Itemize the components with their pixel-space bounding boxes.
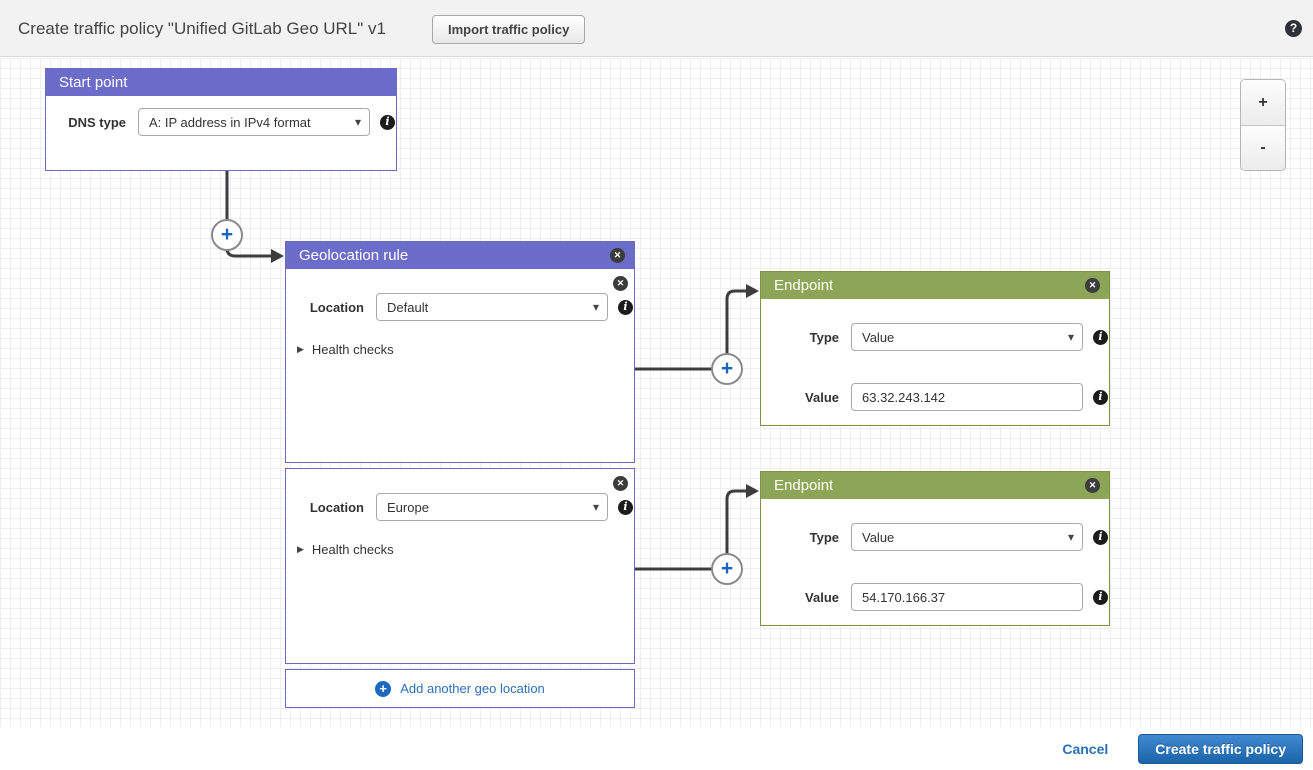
geolocation-rule-title: Geolocation rule	[299, 247, 409, 264]
close-icon[interactable]: ✕	[613, 476, 628, 491]
zoom-in-button[interactable]: +	[1241, 80, 1285, 125]
health-checks-expander[interactable]: ▶ Health checks	[297, 342, 394, 357]
endpoint-header: Endpoint ✕	[761, 272, 1109, 299]
endpoint-type-info-icon[interactable]: i	[1093, 329, 1108, 345]
health-checks-label: Health checks	[311, 342, 394, 357]
geo-add-location-section: + Add another geo location	[285, 669, 635, 708]
dns-type-label: DNS type	[68, 114, 126, 130]
chevron-down-icon: ▾	[354, 115, 361, 129]
location-info-icon[interactable]: i	[618, 299, 633, 315]
zoom-out-button[interactable]: -	[1241, 125, 1285, 170]
location-label: Location	[309, 499, 364, 515]
dns-type-value: A: IP address in IPv4 format	[149, 114, 311, 130]
endpoint-type-value: Value	[862, 329, 895, 345]
add-endpoint-connector-button[interactable]: +	[711, 553, 743, 585]
dns-type-dropdown[interactable]: A: IP address in IPv4 format ▾	[138, 108, 370, 136]
endpoint-type-value: Value	[862, 529, 895, 545]
health-checks-expander[interactable]: ▶ Health checks	[297, 542, 394, 557]
endpoint-type-dropdown[interactable]: Value ▾	[851, 523, 1083, 551]
geolocation-rule-header: Geolocation rule ✕	[286, 242, 634, 269]
cancel-link[interactable]: Cancel	[1062, 740, 1109, 757]
expander-triangle-icon: ▶	[297, 344, 304, 354]
add-geo-location-label: Add another geo location	[400, 681, 545, 696]
close-icon[interactable]: ✕	[1085, 278, 1100, 293]
add-rule-connector-button[interactable]: +	[211, 219, 243, 251]
page-title: Create traffic policy "Unified GitLab Ge…	[18, 19, 386, 38]
help-icon[interactable]: ?	[1285, 20, 1302, 37]
location-label: Location	[309, 299, 364, 315]
create-traffic-policy-button[interactable]: Create traffic policy	[1138, 733, 1303, 764]
location-dropdown[interactable]: Europe ▾	[376, 493, 608, 521]
endpoint-value-text: 63.32.243.142	[862, 389, 946, 405]
plus-circle-icon: +	[375, 680, 392, 697]
endpoint-value-label: Value	[805, 389, 839, 405]
geolocation-rule-node: Geolocation rule ✕ ✕ Location Default ▾ …	[285, 241, 635, 463]
endpoint-type-info-icon[interactable]: i	[1093, 529, 1108, 545]
chevron-down-icon: ▾	[1067, 530, 1074, 544]
endpoint-node: Endpoint ✕ Type Value ▾ i Value 54.170.1…	[760, 471, 1110, 626]
close-icon[interactable]: ✕	[613, 276, 628, 291]
endpoint-type-label: Type	[809, 329, 839, 345]
endpoint-type-label: Type	[809, 529, 839, 545]
endpoint-value-input[interactable]: 63.32.243.142	[851, 383, 1083, 411]
location-value: Default	[387, 299, 429, 315]
start-point-header: Start point	[46, 69, 396, 96]
close-icon[interactable]: ✕	[610, 248, 625, 263]
endpoint-header: Endpoint ✕	[761, 472, 1109, 499]
chevron-down-icon: ▾	[592, 300, 599, 314]
dns-type-info-icon[interactable]: i	[380, 114, 395, 130]
health-checks-label: Health checks	[311, 542, 394, 557]
endpoint-title: Endpoint	[774, 277, 834, 294]
endpoint-type-dropdown[interactable]: Value ▾	[851, 323, 1083, 351]
chevron-down-icon: ▾	[592, 500, 599, 514]
location-dropdown[interactable]: Default ▾	[376, 293, 608, 321]
endpoint-value-info-icon[interactable]: i	[1093, 389, 1108, 405]
location-info-icon[interactable]: i	[618, 499, 633, 515]
endpoint-node: Endpoint ✕ Type Value ▾ i Value 63.32.24…	[760, 271, 1110, 426]
start-point-node: Start point DNS type A: IP address in IP…	[45, 68, 397, 171]
endpoint-title: Endpoint	[774, 477, 834, 494]
start-point-title: Start point	[59, 74, 128, 91]
location-value: Europe	[387, 499, 429, 515]
endpoint-value-label: Value	[805, 589, 839, 605]
endpoint-value-input[interactable]: 54.170.166.37	[851, 583, 1083, 611]
canvas-zoom-control: + -	[1240, 79, 1286, 171]
import-traffic-policy-button[interactable]: Import traffic policy	[432, 15, 586, 44]
policy-canvas: + - Start point DNS type A: IP address i…	[0, 58, 1313, 727]
chevron-down-icon: ▾	[1067, 330, 1074, 344]
geo-section-europe: ✕ Location Europe ▾ i ▶ Health checks	[285, 468, 635, 664]
close-icon[interactable]: ✕	[1085, 478, 1100, 493]
geo-section-default: ✕ Location Default ▾ i ▶ Health checks	[286, 269, 634, 464]
endpoint-value-text: 54.170.166.37	[862, 589, 946, 605]
top-bar: Create traffic policy "Unified GitLab Ge…	[0, 0, 1313, 57]
add-endpoint-connector-button[interactable]: +	[711, 353, 743, 385]
add-geo-location-link[interactable]: + Add another geo location	[286, 670, 634, 707]
endpoint-value-info-icon[interactable]: i	[1093, 589, 1108, 605]
expander-triangle-icon: ▶	[297, 544, 304, 554]
footer-bar: Cancel Create traffic policy	[0, 727, 1313, 770]
